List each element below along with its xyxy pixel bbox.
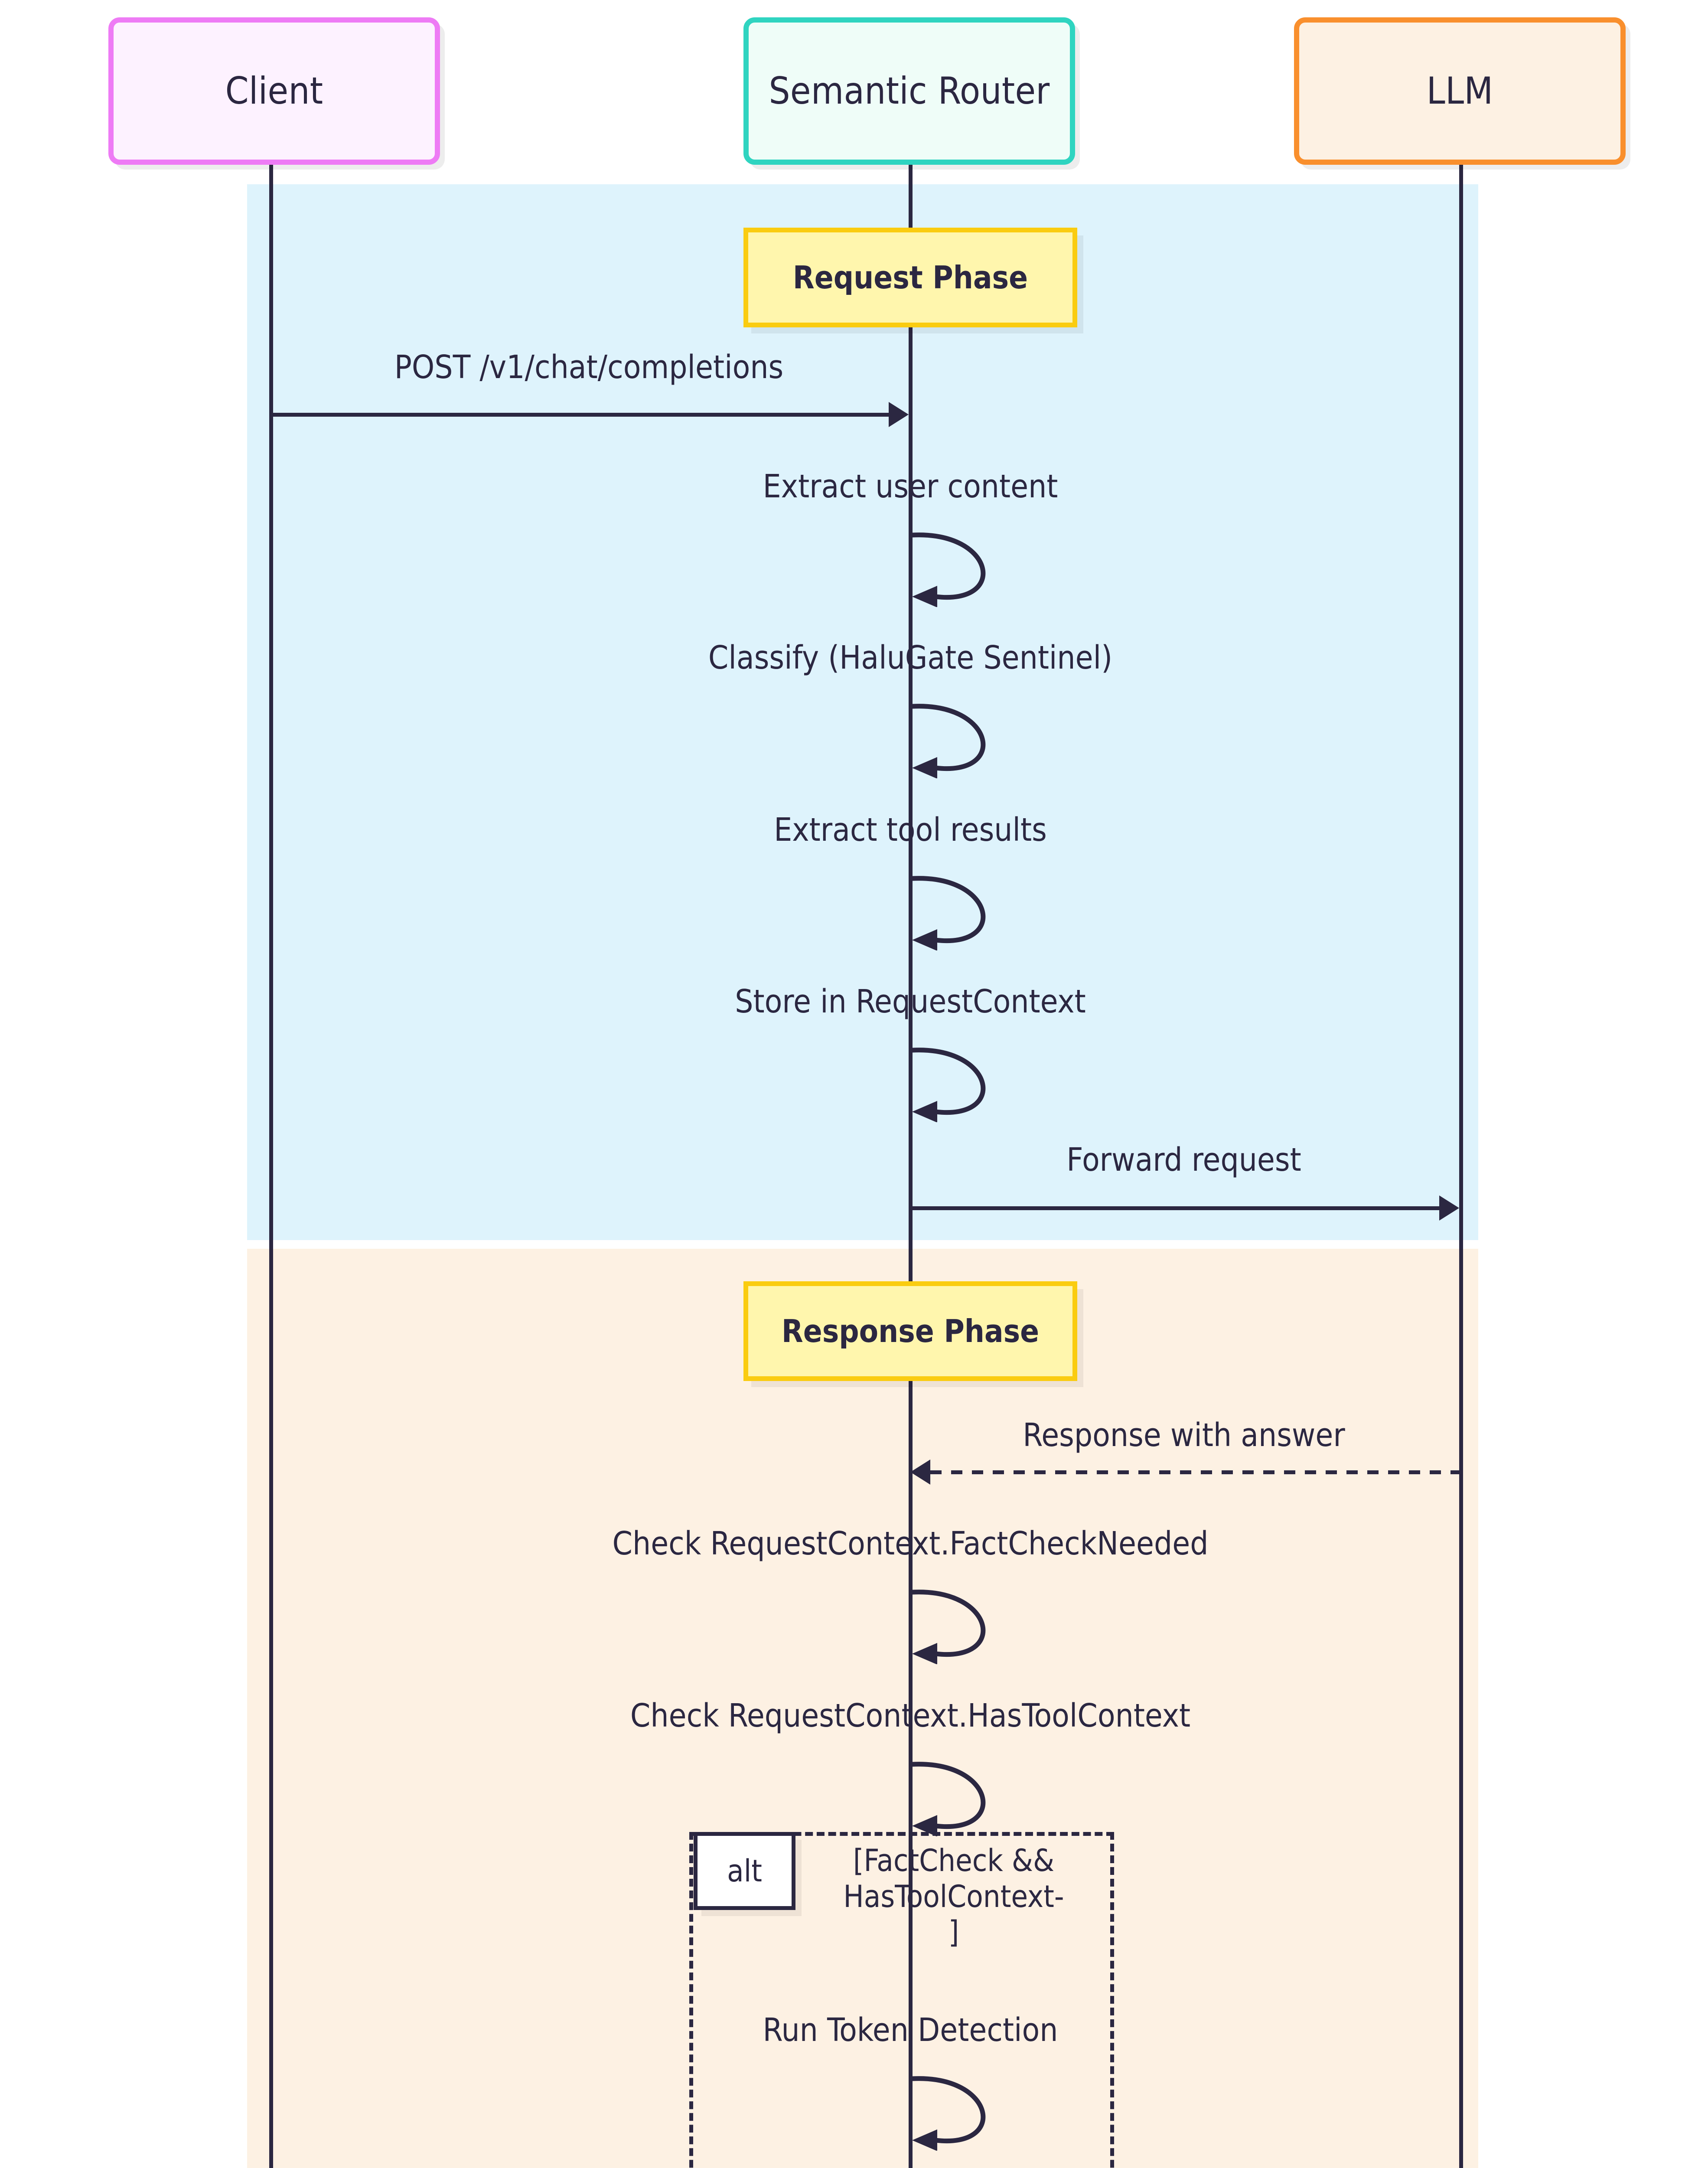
actor-llm-top[interactable]: LLM: [1294, 17, 1626, 165]
self-message-loop-store-request-context: [912, 1048, 986, 1122]
note-response-phase-label: Response Phase: [781, 1313, 1040, 1349]
lifeline-router: [909, 165, 913, 2168]
message-label-post-completions: POST /v1/chat/completions: [394, 349, 784, 386]
message-arrow-forward-request: [910, 1206, 1439, 1210]
note-request-phase-label: Request Phase: [792, 259, 1028, 296]
actor-client-top-label: Client: [225, 69, 323, 113]
message-arrowhead-forward-request: [1439, 1195, 1459, 1221]
self-message-loop-extract-user-content: [912, 532, 986, 607]
message-arrow-response-with-answer: [930, 1470, 1461, 1474]
lifeline-llm: [1459, 165, 1463, 2168]
message-label-extract-user-content: Extract user content: [763, 468, 1058, 505]
message-label-check-factcheck-needed: Check RequestContext.FactCheckNeeded: [612, 1525, 1209, 1562]
actor-llm-top-label: LLM: [1426, 69, 1493, 113]
alt-block-tag: alt: [694, 1832, 795, 1910]
self-message-loop-extract-tool-results: [912, 876, 986, 950]
lifeline-client: [269, 165, 273, 2168]
alt-block-tag-label: alt: [727, 1853, 762, 1889]
message-label-classify-halugate: Classify (HaluGate Sentinel): [708, 639, 1113, 676]
message-label-forward-request: Forward request: [1066, 1141, 1301, 1179]
message-label-run-token-detection: Run Token Detection: [763, 2011, 1058, 2049]
note-request-phase: Request Phase: [743, 228, 1077, 327]
message-arrow-post-completions: [271, 413, 889, 417]
response-phase-background: [247, 1249, 1478, 2168]
message-label-response-with-answer: Response with answer: [1023, 1417, 1345, 1454]
request-phase-background: [247, 184, 1478, 1240]
message-arrowhead-response-with-answer: [910, 1459, 930, 1485]
alt-block: [689, 1832, 1114, 2168]
message-label-store-request-context: Store in RequestContext: [735, 983, 1086, 1020]
message-label-extract-tool-results: Extract tool results: [774, 811, 1047, 849]
self-message-loop-check-factcheck-needed: [912, 1590, 986, 1664]
alt-branch-1-condition-line-3: ]: [948, 1914, 959, 1950]
actor-client-top[interactable]: Client: [108, 17, 440, 165]
note-response-phase: Response Phase: [743, 1281, 1077, 1381]
message-label-check-has-tool-context: Check RequestContext.HasToolContext: [630, 1697, 1191, 1734]
alt-branch-1-condition: [FactCheck && HasToolContext- ]: [802, 1843, 1105, 1950]
self-message-loop-classify-halugate: [912, 704, 986, 778]
alt-branch-1-condition-line-2: HasToolContext-: [843, 1878, 1064, 1914]
self-message-loop-run-token-detection: [912, 2076, 986, 2151]
actor-router-top-label: Semantic Router: [769, 69, 1050, 113]
actor-router-top[interactable]: Semantic Router: [743, 17, 1075, 165]
self-message-loop-check-has-tool-context: [912, 1762, 986, 1836]
alt-branch-1-condition-line-1: [FactCheck &&: [853, 1843, 1055, 1878]
message-arrowhead-post-completions: [889, 402, 909, 427]
